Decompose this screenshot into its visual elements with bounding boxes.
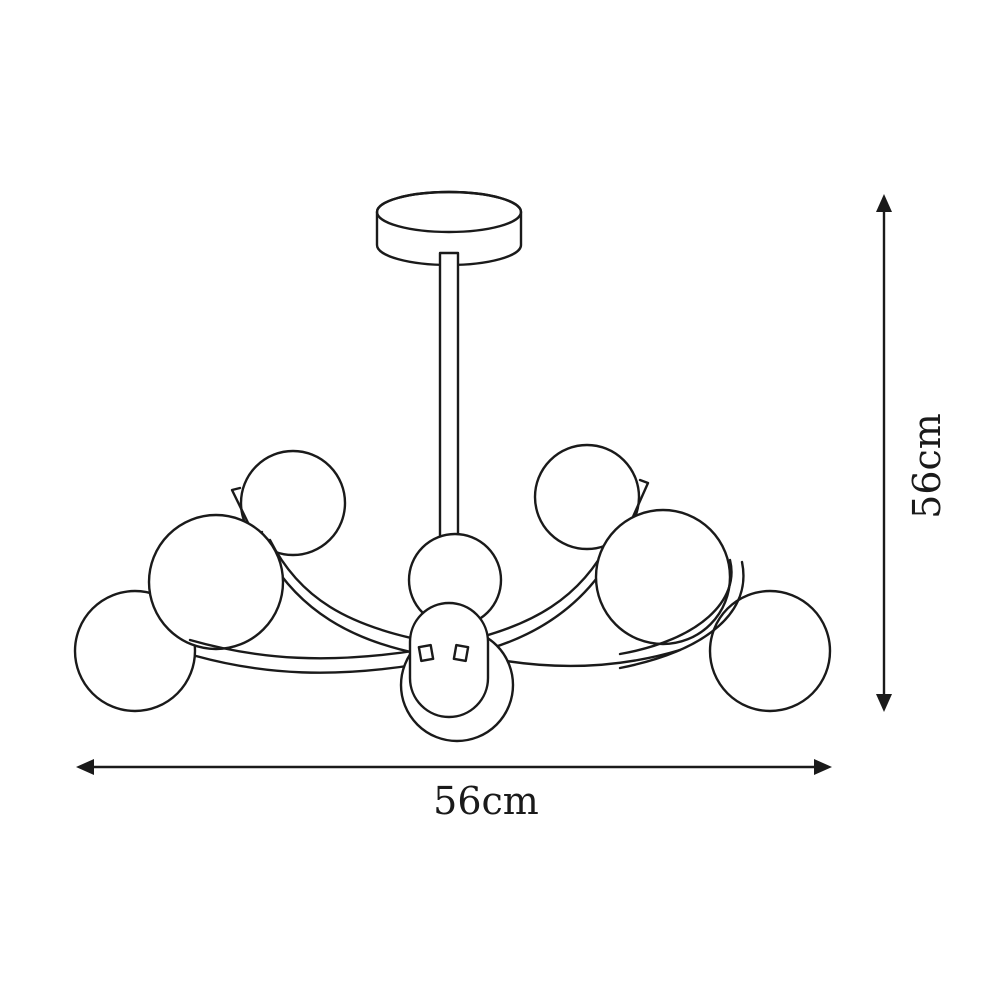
globe-left (147, 513, 285, 651)
arms-front (188, 558, 745, 674)
center-hub (408, 601, 490, 719)
globe-back-right (533, 443, 641, 551)
globe-back-left (239, 449, 347, 557)
globe-right (594, 508, 732, 646)
ceiling-canopy (375, 190, 523, 267)
height-label: 56cm (905, 413, 949, 519)
globe-far-right (708, 589, 832, 713)
width-label: 56cm (433, 779, 539, 823)
height-dimension: 56cm (876, 194, 949, 712)
width-dimension: 56cm (76, 759, 832, 823)
